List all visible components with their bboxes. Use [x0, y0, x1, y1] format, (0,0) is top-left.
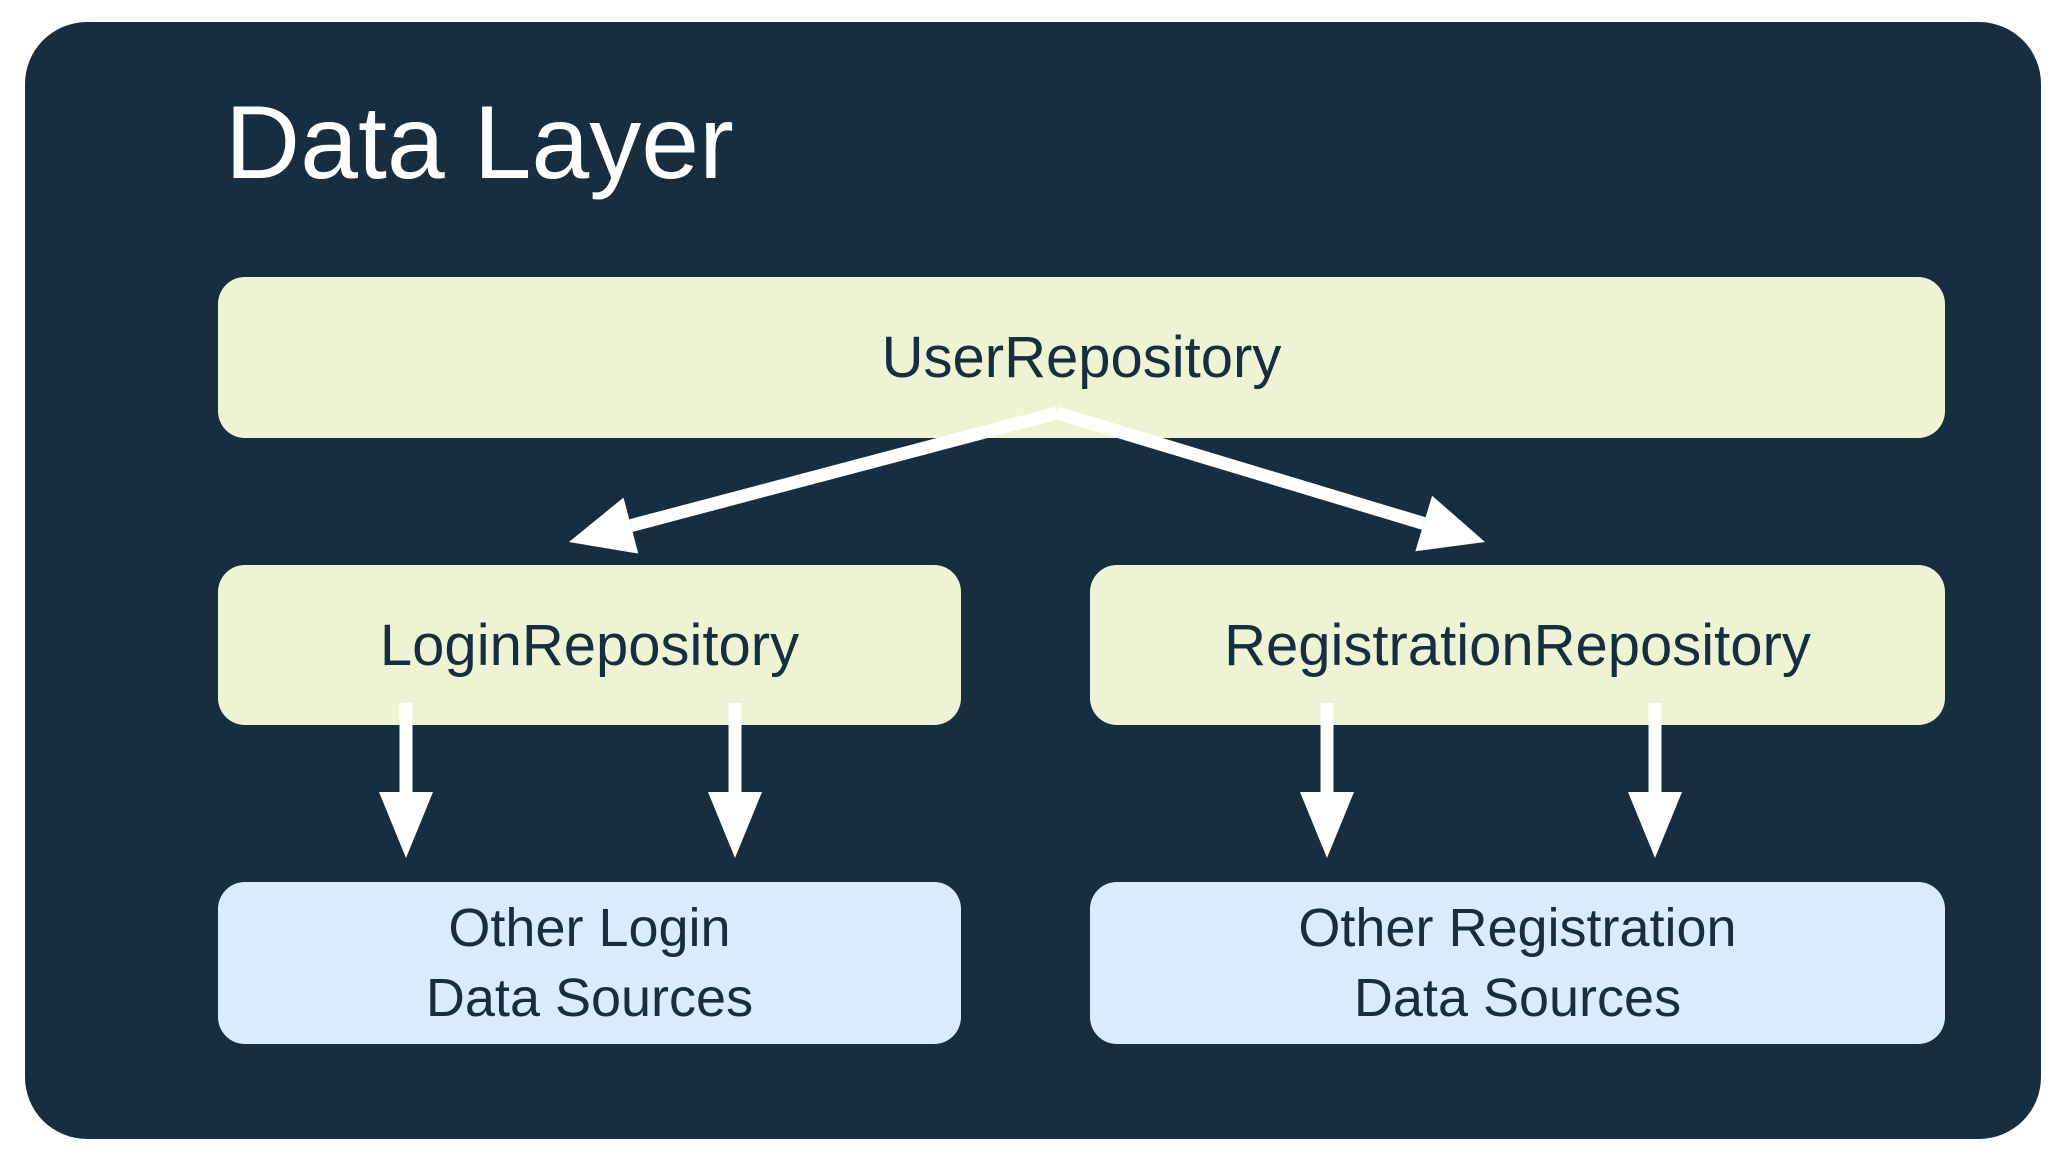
node-registration-repository: RegistrationRepository: [1090, 565, 1945, 725]
node-login-repository: LoginRepository: [218, 565, 961, 725]
data-layer-container: Data Layer UserRepository LoginRepositor…: [25, 22, 2041, 1139]
other-registration-line2: Data Sources: [1353, 968, 1682, 1028]
diagram-title: Data Layer: [225, 85, 734, 201]
login-repository-label: LoginRepository: [379, 612, 800, 678]
other-login-line1: Other Login: [448, 897, 731, 958]
node-other-registration-data-sources: Other Registration Data Sources: [1090, 882, 1945, 1044]
node-user-repository: UserRepository: [218, 277, 1945, 438]
registration-repository-label: RegistrationRepository: [1224, 612, 1811, 678]
node-other-login-data-sources: Other Login Data Sources: [218, 882, 961, 1044]
other-login-line2: Data Sources: [425, 968, 754, 1028]
user-repository-label: UserRepository: [881, 325, 1282, 390]
other-registration-line1: Other Registration: [1298, 897, 1737, 958]
